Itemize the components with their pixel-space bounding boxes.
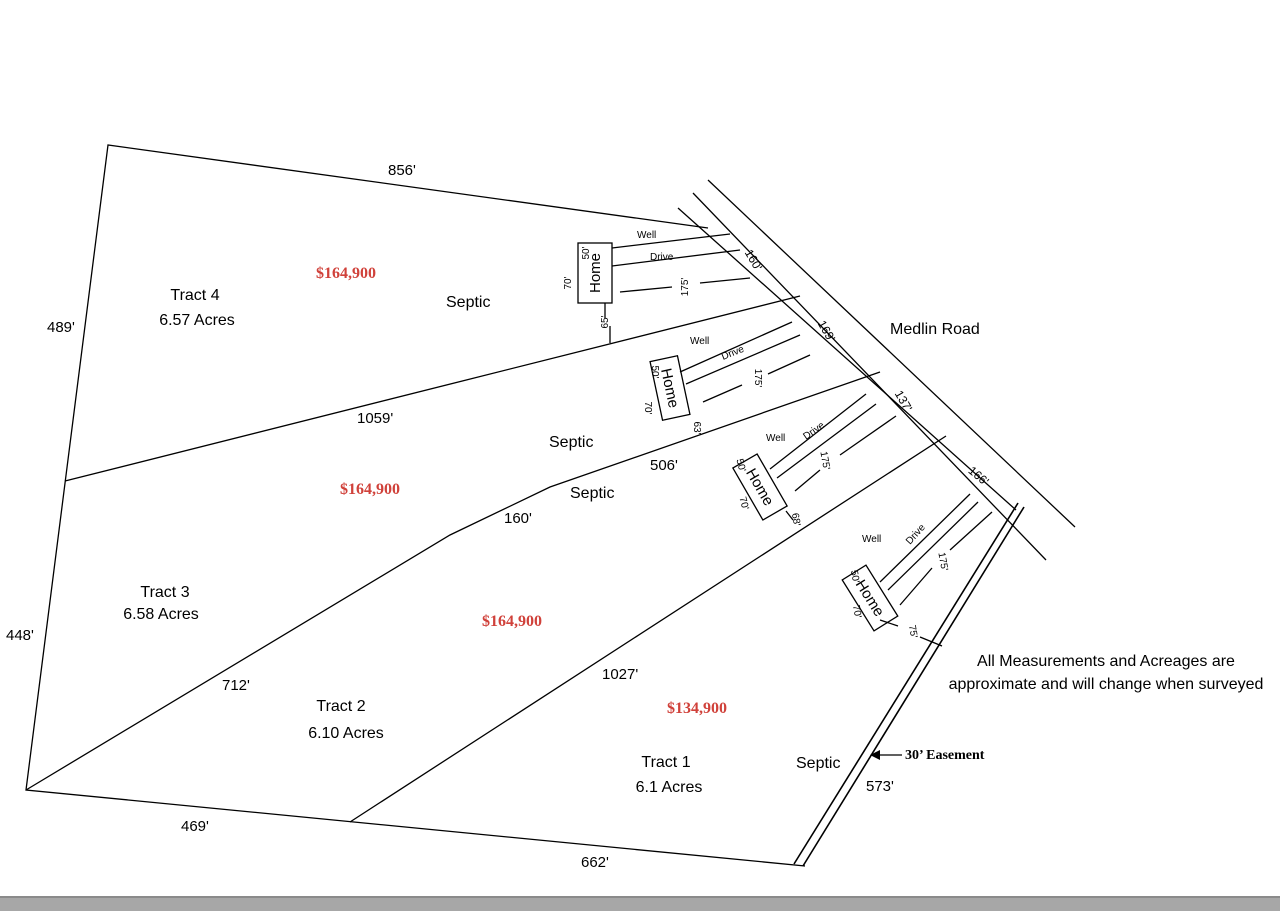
tract2-acres: 6.10 Acres <box>308 725 384 742</box>
home-width-label: 70' <box>850 604 863 619</box>
setback-label: 175' <box>935 551 949 571</box>
tract3-name: Tract 3 <box>140 584 189 601</box>
dim-bottom-left: 469' <box>181 818 209 835</box>
side-dim-label: 75' <box>906 624 919 639</box>
dim-line-3-2-b: 160' <box>504 510 532 527</box>
notice-line2: approximate and will change when surveye… <box>949 676 1264 693</box>
drive-label: Drive <box>650 252 674 263</box>
lot-detail-tract3: Home Well Drive 50' 70' 175' 63' <box>642 321 811 435</box>
tract1-acres: 6.1 Acres <box>636 779 703 796</box>
road-line-2 <box>692 192 1047 561</box>
road-line-3 <box>707 179 1076 528</box>
home-width-label: 70' <box>563 276 574 289</box>
well-label: Well <box>690 336 709 347</box>
lot-detail-tract4: Home Well Drive 50' 70' 175' 65' <box>563 230 751 343</box>
dim-right-edge: 573' <box>866 778 894 795</box>
tract4-price: $164,900 <box>316 265 376 282</box>
dim-top: 856' <box>388 162 416 179</box>
septic-tract1: Septic <box>796 755 840 772</box>
road-name: Medlin Road <box>890 321 980 338</box>
tract4-acres: 6.57 Acres <box>159 312 235 329</box>
setback-label: 175' <box>752 369 763 388</box>
dim-line-3-2-a: 506' <box>650 457 678 474</box>
dim-line-4-3: 1059' <box>357 410 393 427</box>
drive-label: Drive <box>801 420 827 443</box>
road-line-1 <box>677 207 1017 511</box>
home-box <box>577 242 613 304</box>
home-depth-label: 50' <box>848 569 861 584</box>
easement-arrow-head <box>870 750 880 760</box>
tract1-name: Tract 1 <box>641 754 690 771</box>
tract2-price: $164,900 <box>482 613 542 630</box>
well-label: Well <box>766 433 785 444</box>
frontage-tract2: 137' <box>892 388 915 414</box>
septic-tract2: Septic <box>570 485 614 502</box>
side-dim-label: 65' <box>600 315 611 328</box>
home-label: Home <box>587 253 604 293</box>
footer-bar <box>0 898 1280 911</box>
septic-tract3: Septic <box>549 434 593 451</box>
divider-tract3-tract2 <box>25 371 881 791</box>
dim-left-lower: 448' <box>6 627 34 644</box>
septic-tract4: Septic <box>446 294 490 311</box>
divider-tract2-tract1 <box>349 435 947 823</box>
home-depth-label: 50' <box>649 365 660 378</box>
home-width-label: 70' <box>642 401 653 414</box>
home-box <box>731 453 789 521</box>
side-dim-label: 68' <box>789 512 802 527</box>
boundary-outline <box>25 144 806 867</box>
well-label: Well <box>862 534 881 545</box>
dim-line-2-1: 1027' <box>602 666 638 683</box>
easement-line-1 <box>793 502 1019 865</box>
home-box <box>841 564 899 632</box>
setback-label: 175' <box>680 278 691 297</box>
well-label: Well <box>637 230 656 241</box>
drive-label: Drive <box>904 522 928 547</box>
home-depth-label: 50' <box>733 458 747 474</box>
tract4-name: Tract 4 <box>170 287 219 304</box>
setback-label: 175' <box>817 450 831 470</box>
footer-divider <box>0 896 1280 898</box>
dim-left-upper: 489' <box>47 319 75 336</box>
tract3-acres: 6.58 Acres <box>123 606 199 623</box>
lot-detail-tract2: Home Well Drive 50' 70' 175' 68' <box>731 393 897 527</box>
dim-line-3-2-c: 712' <box>222 677 250 694</box>
easement-label: 30’ Easement <box>905 748 985 763</box>
side-dim-label: 63' <box>691 421 702 434</box>
dim-bottom-right: 662' <box>581 854 609 871</box>
home-depth-label: 50' <box>581 246 592 259</box>
home-width-label: 70' <box>736 496 750 512</box>
frontage-tract4: 160' <box>742 247 765 273</box>
tract3-price: $164,900 <box>340 481 400 498</box>
notice-line1: All Measurements and Acreages are <box>977 653 1235 670</box>
easement-line-2 <box>802 506 1025 867</box>
lot-detail-tract1: Home Well Drive 50' 70' 175' 75' <box>841 493 993 647</box>
tract2-name: Tract 2 <box>316 698 365 715</box>
divider-tract4-tract3 <box>64 295 801 482</box>
tract1-price: $134,900 <box>667 700 727 717</box>
